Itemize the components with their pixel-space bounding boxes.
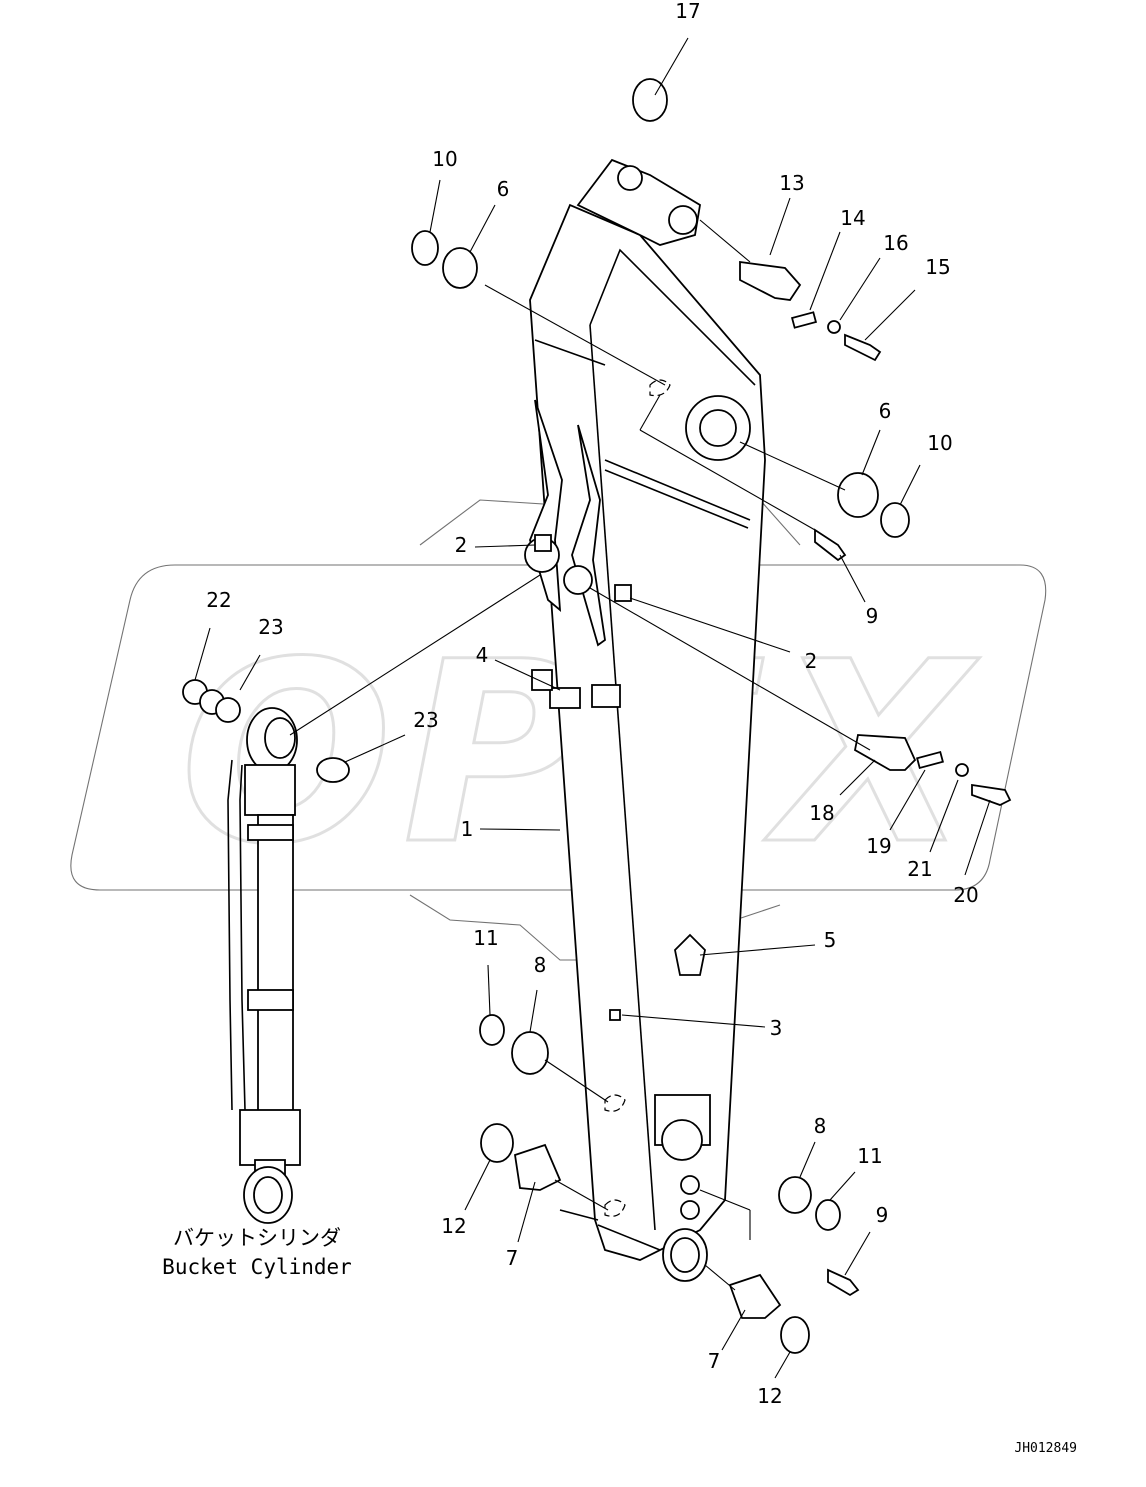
callout-23: 23 (413, 708, 438, 732)
callout-12: 12 (441, 1214, 466, 1238)
callout-8: 8 (534, 953, 547, 977)
callout-13: 13 (779, 171, 804, 195)
callout-12: 12 (757, 1384, 782, 1408)
callout-6: 6 (879, 399, 892, 423)
callout-17: 17 (675, 0, 700, 23)
caption-japanese: バケットシリンダ (173, 1226, 341, 1250)
callout-16: 16 (883, 231, 908, 255)
loose-parts (182, 78, 1012, 1354)
callout-9: 9 (876, 1203, 889, 1227)
caption-english: Bucket Cylinder (162, 1255, 352, 1279)
callout-4: 4 (476, 643, 489, 667)
callout-10: 10 (927, 431, 952, 455)
callout-2: 2 (455, 533, 468, 557)
callout-3: 3 (770, 1016, 783, 1040)
leader-lines (194, 37, 991, 1379)
callout-6: 6 (497, 177, 510, 201)
callout-11: 11 (857, 1144, 882, 1168)
callout-7: 7 (708, 1349, 721, 1373)
callout-14: 14 (840, 206, 865, 230)
callout-11: 11 (473, 926, 498, 950)
callout-5: 5 (824, 928, 837, 952)
callout-10: 10 (432, 147, 457, 171)
callout-7: 7 (506, 1246, 519, 1270)
callout-1: 1 (461, 817, 474, 841)
callout-9: 9 (866, 604, 879, 628)
callout-21: 21 (907, 857, 932, 881)
arm-body (524, 158, 766, 1282)
callout-19: 19 (866, 834, 891, 858)
callout-2: 2 (805, 649, 818, 673)
callout-18: 18 (809, 801, 834, 825)
callout-23: 23 (258, 615, 283, 639)
drawing-id: JH012849 (1014, 1441, 1077, 1456)
callout-labels: 17 10 6 13 14 16 15 6 10 2 9 22 23 2 4 2… (206, 0, 978, 1408)
callout-20: 20 (953, 883, 978, 907)
callout-22: 22 (206, 588, 231, 612)
callout-8: 8 (814, 1114, 827, 1138)
bucket-cylinder (227, 707, 301, 1224)
callout-15: 15 (925, 255, 950, 279)
